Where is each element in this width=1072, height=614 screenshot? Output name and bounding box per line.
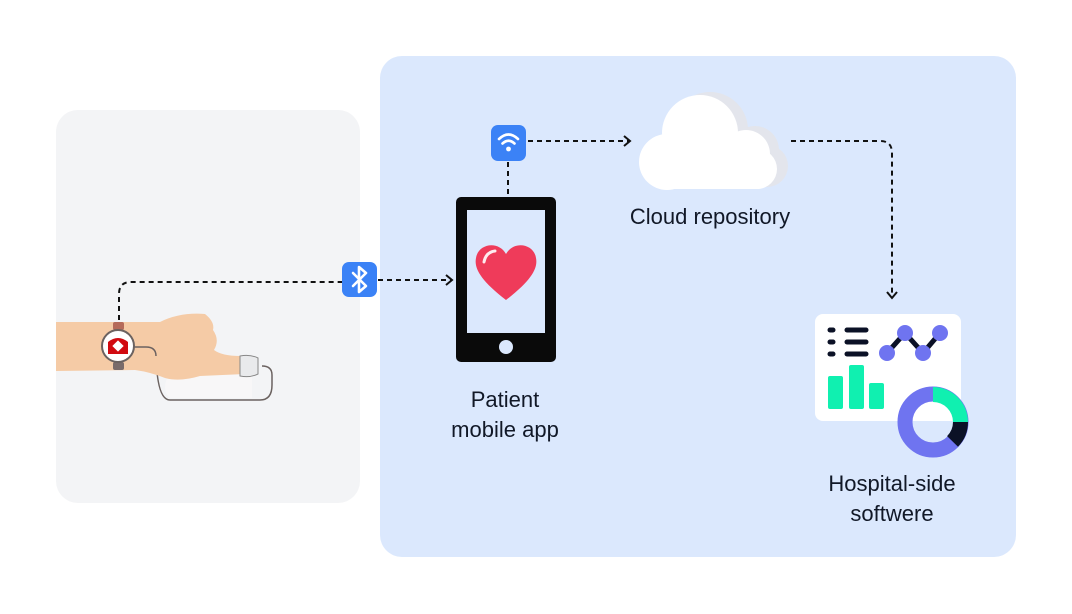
dashboard-icon	[815, 314, 969, 458]
wifi-icon	[491, 125, 526, 161]
patient-app-label-line1: Patient	[470, 387, 540, 412]
system-panel	[380, 56, 1016, 557]
hospital-software-label-line2: softwere	[850, 501, 934, 526]
heart-icon	[475, 245, 537, 300]
bluetooth-icon	[342, 262, 377, 297]
patient-panel	[56, 110, 360, 503]
bluetooth-link-line	[118, 281, 342, 320]
hospital-software-label-line1: Hospital-side	[828, 471, 956, 496]
wrist-sensor-icon	[56, 313, 273, 401]
cloud-icon	[639, 92, 788, 190]
hospital-link-arrow	[791, 140, 898, 300]
patient-app-label-line2: mobile app	[451, 417, 559, 442]
cloud-repository-label: Cloud repository	[629, 204, 791, 229]
